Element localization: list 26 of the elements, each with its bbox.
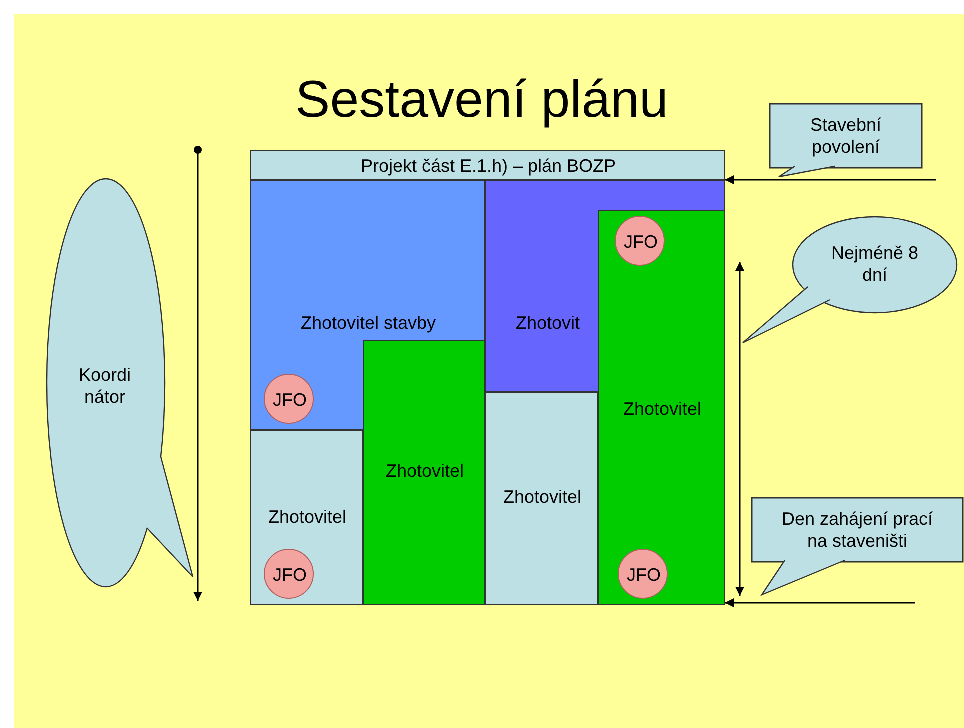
bubble-text: Koordi nátor: [78, 364, 132, 408]
bubble-text: Den zahájení prací na staveništi: [780, 508, 934, 552]
block-label: Zhotovitel: [503, 486, 582, 508]
work-block: [250, 430, 363, 605]
arrow: [725, 598, 915, 608]
work-block: [363, 340, 485, 605]
role-label: JFO: [627, 564, 661, 586]
role-label: JFO: [273, 388, 307, 412]
block-label: Zhotovitel: [386, 460, 464, 482]
jfo-circle: [264, 549, 314, 599]
jfo-circle: [264, 374, 314, 424]
block-label: Projekt část E.1.h) – plán BOZP: [360, 154, 616, 178]
bubble-text: Stavební povolení: [809, 114, 883, 158]
arrow: [725, 176, 936, 184]
header-bar: [250, 150, 725, 180]
work-block: [485, 392, 598, 605]
block-label: Zhotovitel: [623, 398, 702, 420]
jfo-circle: [618, 549, 668, 599]
slide-title: Sestavení plánu: [296, 71, 668, 129]
block-label: Zhotovitel stavby: [300, 312, 436, 334]
block-label: Zhotovitel: [268, 506, 347, 528]
role-label: JFO: [624, 230, 658, 254]
block-label: Zhotovit: [516, 312, 580, 334]
role-label: JFO: [273, 564, 307, 586]
bubble-text: Nejméně 8 dní: [830, 242, 920, 286]
work-block: [598, 210, 725, 605]
